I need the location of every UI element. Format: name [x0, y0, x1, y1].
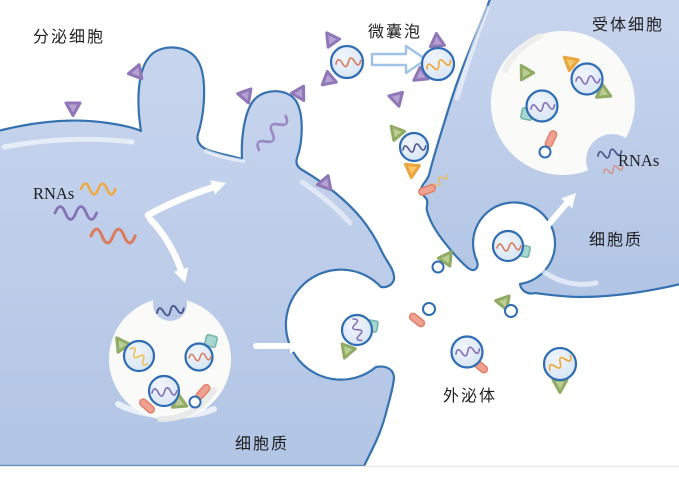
- arrowhead: [290, 338, 304, 354]
- endosome-vesicle: [558, 50, 616, 105]
- small-vesicle-circle: [504, 304, 518, 318]
- mvb-vesicle: [184, 333, 219, 372]
- label-cytoplasm-recipient: 细胞质: [589, 231, 643, 249]
- canvas-bottom-strip: [0, 467, 679, 478]
- membrane-highlight: [1, 136, 135, 150]
- label-rnas-left: RNAs: [33, 184, 74, 203]
- green-triangle-icon: [384, 120, 407, 142]
- membrane-highlight: [299, 179, 353, 226]
- purple-triangle-icon: [427, 31, 446, 49]
- exosome-at-uptake-cup: [491, 229, 532, 263]
- purple-triangle-icon: [387, 90, 408, 110]
- microvesicle-transfer-arrow: [370, 44, 428, 75]
- free-vesicle: [384, 120, 430, 180]
- label-cytoplasm-secretory: 细胞质: [235, 435, 289, 453]
- microvesicle-left: [316, 27, 365, 92]
- label-exosome: 外泌体: [443, 387, 497, 405]
- green-triangle-icon: [551, 378, 569, 394]
- rod-circle-protein: [538, 129, 559, 159]
- microvesicle-right: [408, 31, 456, 88]
- endosome: [490, 30, 635, 175]
- membrane-highlight: [204, 149, 245, 163]
- exosome-free: [542, 346, 578, 394]
- mvb-to-membrane-arrow: [253, 338, 304, 354]
- green-triangle-icon: [336, 342, 357, 362]
- circle-triangle-protein: [492, 292, 518, 318]
- label-rnas-right: RNAs: [618, 151, 659, 170]
- small-vesicle-circle: [422, 302, 436, 316]
- purple-triangle-icon: [64, 101, 82, 117]
- rod-circle-protein: [188, 382, 213, 409]
- mvb-shadow: [157, 387, 217, 423]
- small-vesicle-circle: [538, 145, 552, 159]
- membrane-highlight: [537, 266, 599, 287]
- exosome-free-labeled: [450, 335, 490, 375]
- mvb-vesicle: [109, 332, 156, 373]
- endosome-vesicle: [519, 89, 559, 123]
- secretory-cell-body: [0, 46, 396, 468]
- free-proteins: [407, 246, 518, 329]
- small-vesicle-circle: [431, 260, 445, 274]
- mvb-vesicle: [137, 374, 192, 416]
- label-microvesicle: 微囊泡: [368, 23, 422, 41]
- membrane-highlight: [454, 5, 490, 101]
- pink-rod-icon: [407, 311, 427, 329]
- rna-sorting-arrows: [144, 175, 229, 286]
- small-vesicle-circle: [188, 395, 202, 409]
- rna-release-arrow: [545, 187, 582, 228]
- exosome-in-release-cup: [336, 313, 380, 362]
- circle-triangle-protein: [431, 246, 459, 274]
- label-secretory-cell: 分泌细胞: [33, 28, 105, 46]
- rod-circle-protein: [407, 302, 436, 329]
- endosome-shadow: [502, 33, 543, 73]
- endosome-blob: [490, 30, 635, 175]
- purple-triangle-icon: [319, 27, 342, 49]
- arrow-to-mvb: [146, 215, 185, 274]
- orange-triangle-icon: [402, 162, 421, 180]
- purple-triangle-icon: [316, 69, 338, 92]
- label-recipient-cell: 受体细胞: [592, 16, 664, 34]
- arrow-to-membrane: [144, 183, 218, 219]
- secretory-cell: [0, 46, 396, 468]
- multivesicular-body: [108, 300, 231, 423]
